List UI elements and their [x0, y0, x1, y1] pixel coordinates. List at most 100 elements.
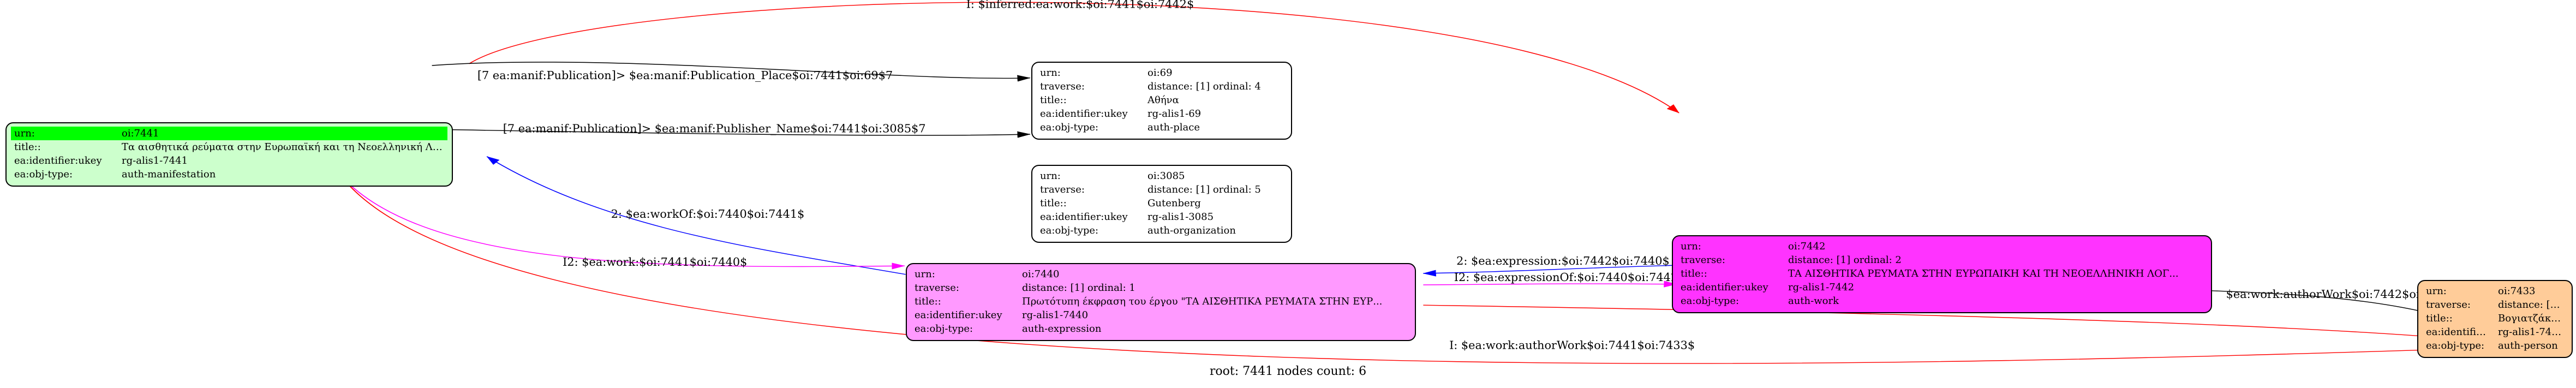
node-row: urn:oi:7441: [11, 127, 447, 140]
node-row: title::Gutenberg: [1037, 196, 1287, 210]
node-row: ea:identifier:ukey rg-alis1-7442: [1677, 280, 2207, 294]
edge-work-7441-7440-label: I2: $ea:work:$oi:7441$oi:7440$: [563, 255, 747, 268]
node-row: ea:obj-type:auth-manifestation: [11, 168, 447, 181]
node-row: ea:obj-type:auth-organization: [1037, 224, 1287, 237]
row-value: auth-person: [2498, 340, 2558, 351]
node-row: traverse: distance: [1] ordinal: 4: [1037, 80, 1287, 93]
row-key: traverse:: [2426, 299, 2471, 311]
node-row: title::ΤΑ ΑΙΣΘΗΤΙΚΑ ΡΕΥΜΑΤΑ ΣΤΗΝ ΕΥΡΩΠΑΙ…: [1677, 267, 2207, 280]
row-key: urn:: [1681, 241, 1701, 252]
edge-inferred-work-label: I: $inferred:ea:work:$oi:7441$oi:7442$: [966, 0, 1194, 10]
edge-author-7441-label: I: $ea:work:authorWork$oi:7441$oi:7433$: [1449, 339, 1695, 352]
row-key: ea:identifier:ukey: [1040, 108, 1128, 120]
row-value: rg-alis1-3085: [1147, 211, 1214, 223]
row-key: urn:: [2426, 285, 2447, 297]
row-key: title::: [915, 296, 941, 307]
row-key: ea:identifier:ukey: [915, 309, 1002, 321]
node-row: title::Βογιατζάκη, Εύη: [2423, 312, 2567, 325]
row-key: traverse:: [1040, 184, 1085, 195]
node-row: traverse:distance: [1] ordinal: 2: [1677, 253, 2207, 267]
node-row: traverse: distance: [1] ordinal: 3: [2423, 298, 2567, 312]
node-row: ea:obj-type:auth-place: [1037, 121, 1287, 134]
row-key: ea:identifier:ukey: [1681, 282, 1768, 293]
row-key: title::: [1040, 198, 1067, 209]
row-value: auth-manifestation: [122, 169, 216, 180]
row-value: oi:7441: [118, 127, 447, 140]
row-key: urn:: [11, 127, 118, 140]
row-value: Πρωτότυπη έκφραση του έργου "ΤΑ ΑΙΣΘΗΤΙΚ…: [1022, 296, 1383, 307]
row-key: urn:: [1040, 67, 1061, 79]
row-value: auth-organization: [1147, 225, 1236, 236]
edge-work-of: [486, 156, 906, 275]
node-row: urn:oi:7433: [2423, 284, 2567, 298]
row-value: oi:7442: [1788, 241, 1826, 252]
row-key: ea:obj-type:: [2426, 340, 2485, 351]
edge-expression-of: [1423, 280, 1677, 288]
node-table: urn: oi:69 traverse: distance: [1] ordinal:…: [1037, 66, 1287, 134]
row-value: rg-alis1-7433: [2498, 326, 2565, 338]
edge-work-of-label: 2: $ea:workOf:$oi:7440$oi:7441$: [611, 207, 805, 220]
row-key: title::: [14, 141, 41, 153]
node-row: traverse: distance: [1] ordinal: 1: [911, 281, 1410, 295]
edge-expression-of-label: I2: $ea:expressionOf:$oi:7440$oi:7442$: [1454, 271, 1686, 284]
row-value: rg-alis1-7442: [1788, 282, 1855, 293]
node-row: ea:identifier:ukey rg-alis1-7441: [11, 154, 447, 168]
row-key: title::: [1040, 94, 1067, 106]
row-value: distance: [1] ordinal: 4: [1147, 81, 1261, 92]
row-value: Τα αισθητικά ρεύματα στην Ευρωπαϊκή και …: [122, 141, 447, 153]
node-row: urn:oi:3085: [1037, 169, 1287, 183]
row-value: oi:3085: [1147, 170, 1185, 182]
node-row: title::Τα αισθητικά ρεύματα στην Ευρωπαϊ…: [11, 140, 447, 154]
row-key: ea:identifier:ukey: [14, 155, 102, 166]
row-value: oi:7440: [1022, 268, 1060, 280]
row-value: distance: [1] ordinal: 5: [1147, 184, 1261, 195]
row-key: traverse:: [1040, 81, 1085, 92]
node-row: ea:obj-type: auth-person: [2423, 339, 2567, 353]
edge-publisher-label: [7 ea:manif:Publication]> $ea:manif:Publ…: [503, 122, 926, 135]
row-value: distance: [1] ordinal: 3: [2498, 299, 2567, 311]
row-key: ea:obj-type:: [915, 323, 973, 335]
edge-work-7441-7440: [340, 175, 905, 270]
row-key: title::: [2426, 313, 2453, 324]
row-key: traverse:: [915, 282, 959, 294]
row-value: ΤΑ ΑΙΣΘΗΤΙΚΑ ΡΕΥΜΑΤΑ ΣΤΗΝ ΕΥΡΩΠΑΙΚΗ ΚΑΙ …: [1788, 268, 2179, 279]
row-value: Βογιατζάκη, Εύη: [2498, 313, 2567, 324]
edge-expression: [1423, 265, 1680, 277]
node-row: urn:oi:7440: [911, 267, 1410, 281]
row-value: distance: [1] ordinal: 1: [1022, 282, 1135, 294]
node-row: ea:obj-type: auth-expression: [911, 322, 1410, 336]
row-key: ea:identifier:ukey: [2426, 326, 2495, 338]
row-value: rg-alis1-7441: [122, 155, 188, 166]
footer-label: root: 7441 nodes count: 6: [1209, 365, 1367, 378]
row-value: auth-work: [1788, 295, 1839, 307]
row-value: auth-expression: [1022, 323, 1102, 335]
edge-publication-place-label: [7 ea:manif:Publication]> $ea:manif:Publ…: [477, 69, 893, 82]
edge-author-7440: [1423, 305, 2497, 344]
edge-publication-place: [432, 62, 1031, 82]
row-key: title::: [1681, 268, 1707, 279]
node-row: urn: oi:69: [1037, 66, 1287, 80]
node-row: urn: oi:7442: [1677, 240, 2207, 253]
row-key: ea:obj-type:: [1040, 122, 1099, 133]
row-key: traverse:: [1681, 254, 1725, 266]
node-row: ea:obj-type: auth-work: [1677, 294, 2207, 308]
node-69[interactable]: urn: oi:69 traverse: distance: [1] ordinal:…: [1031, 62, 1292, 140]
row-value: Αθήνα: [1147, 94, 1179, 106]
row-key: ea:obj-type:: [1681, 295, 1740, 307]
row-value: oi:69: [1147, 67, 1173, 79]
edge-publisher: [432, 129, 1031, 138]
